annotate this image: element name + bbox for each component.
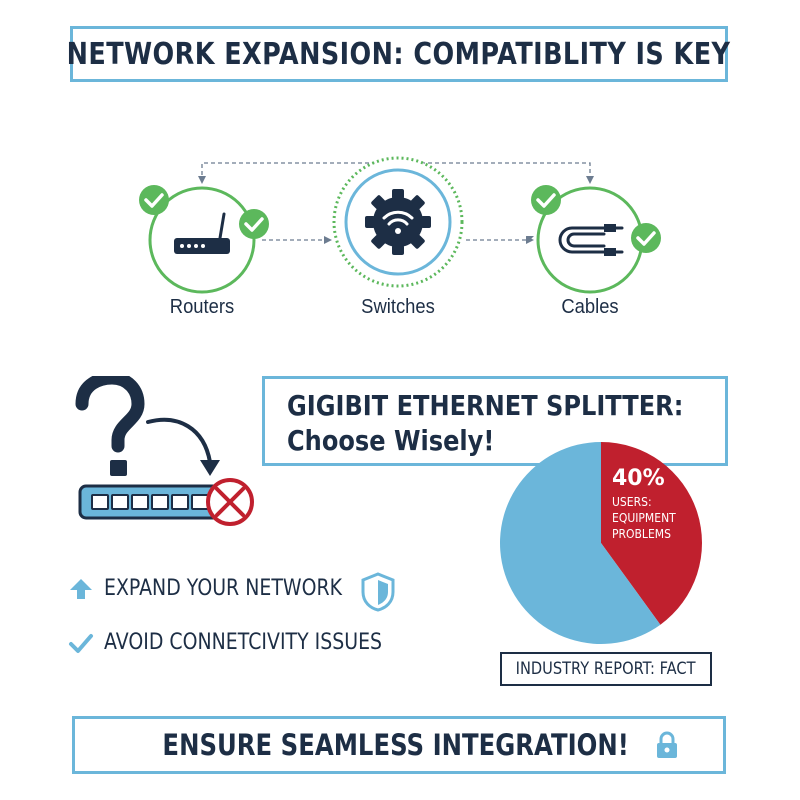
check-badge-icon xyxy=(239,209,269,239)
checkmark-icon xyxy=(69,633,93,653)
compatibility-flow-diagram xyxy=(139,156,661,294)
equipment-problems-pie-chart xyxy=(500,442,702,644)
node-label-routers: Routers xyxy=(169,296,235,318)
splitter-heading-box: GIGIBIT ETHERNET SPLITTER: Choose Wisely… xyxy=(262,376,728,466)
bullet-text: EXPAND YOUR NETWORK xyxy=(104,576,343,601)
bullet-text: AVOID CONNETCIVITY ISSUES xyxy=(104,630,383,655)
router-icon xyxy=(174,212,230,254)
fact-badge: INDUSTRY REPORT: FACT xyxy=(500,652,712,686)
cable-icon xyxy=(558,224,624,256)
cable-node xyxy=(531,185,661,294)
check-badge-icon xyxy=(531,185,561,215)
connector-arrowhead xyxy=(586,176,594,184)
pie-slice-1 xyxy=(500,442,661,644)
router-node xyxy=(139,185,269,294)
bottom-banner: ENSURE SEAMLESS INTEGRATION! xyxy=(72,716,726,774)
pie-slice-0 xyxy=(601,442,702,625)
node-label-cables: Cables xyxy=(561,296,619,318)
bullet-expand-network: EXPAND YOUR NETWORK xyxy=(68,576,381,601)
pie-caption: USERS: EQUIPMENT PROBLEMS xyxy=(612,495,676,541)
pie-percentage-label: 40% xyxy=(612,466,665,491)
bottom-slogan: ENSURE SEAMLESS INTEGRATION! xyxy=(162,728,630,762)
gear-wifi-icon xyxy=(365,189,431,255)
bullet-avoid-issues: AVOID CONNETCIVITY ISSUES xyxy=(68,630,427,655)
check-badge-icon xyxy=(139,185,169,215)
connector-arrowhead xyxy=(198,176,206,184)
fact-text: INDUSTRY REPORT: FACT xyxy=(516,659,696,679)
switch-node xyxy=(332,156,464,288)
splitter-warning-illustration xyxy=(75,376,254,526)
splitter-heading: GIGIBIT ETHERNET SPLITTER: xyxy=(287,389,684,422)
prohibited-icon xyxy=(206,478,254,526)
title-banner: NETWORK EXPANSION: COMPATIBLITY IS KEY xyxy=(67,26,731,82)
arrow-up-icon xyxy=(70,578,92,599)
lock-icon xyxy=(656,731,677,758)
page-title: NETWORK EXPANSION: COMPATIBLITY IS KEY xyxy=(67,36,731,72)
check-badge-icon xyxy=(631,223,661,253)
question-mark-icon xyxy=(75,376,145,476)
shield-icon xyxy=(361,572,395,612)
splitter-subheading: Choose Wisely! xyxy=(287,424,495,457)
node-label-switches: Switches xyxy=(361,296,435,318)
curved-arrow-icon xyxy=(146,417,220,476)
